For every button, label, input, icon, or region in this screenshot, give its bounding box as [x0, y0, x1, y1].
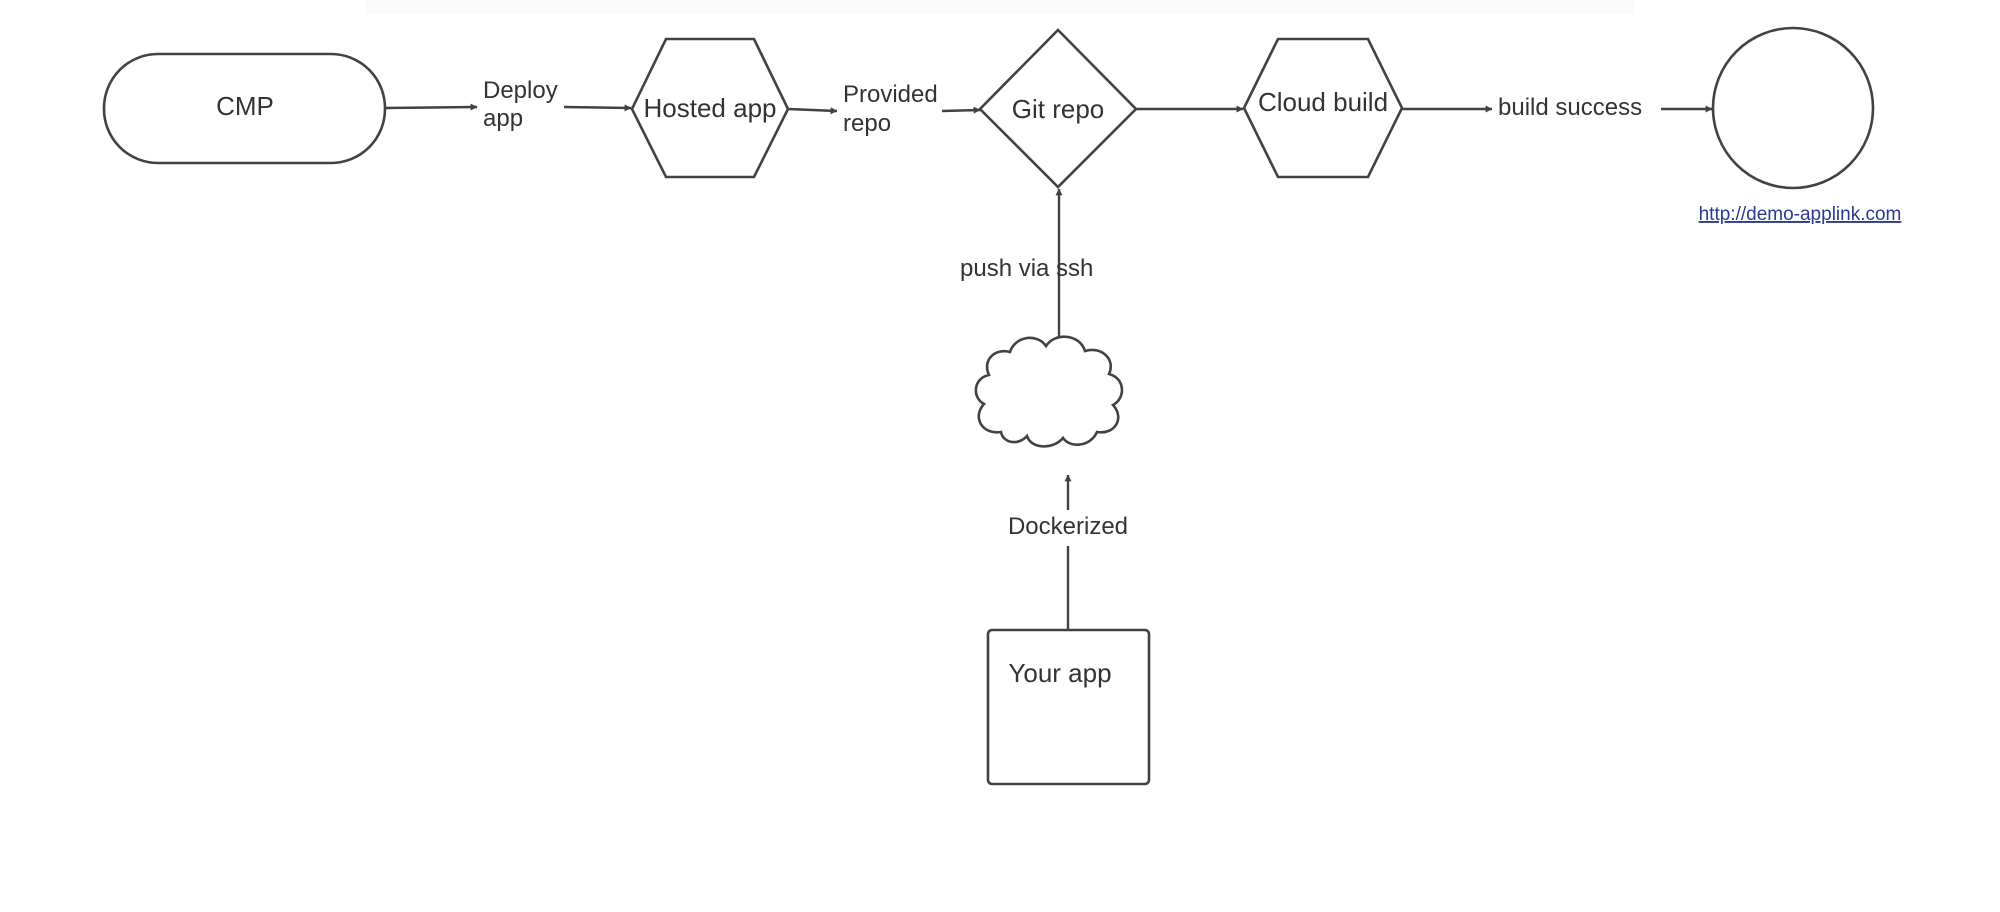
- node-cloud-build-label: Cloud build: [1258, 87, 1388, 117]
- edge-label-provided-repo-line2: repo: [843, 110, 891, 137]
- edge-hosted-app-to-provided-label: [787, 107, 838, 115]
- demo-app-link[interactable]: http://demo-applink.com: [1699, 204, 1902, 225]
- rectangle-shape: [986, 628, 1151, 786]
- hexagon-shape: [630, 37, 790, 179]
- node-hosted-app[interactable]: Hosted app: [630, 37, 790, 179]
- edge-label-push-via-ssh: push via ssh: [960, 255, 1093, 282]
- edge-deploy-label-to-hosted-app: [563, 104, 632, 112]
- cloud-icon: [974, 335, 1124, 448]
- node-cmp[interactable]: CMP: [102, 52, 387, 165]
- edge-label-build-success: build success: [1498, 94, 1642, 121]
- node-git-repo[interactable]: Git repo: [978, 28, 1138, 189]
- background-strip: [365, 0, 1635, 14]
- edge-provided-label-to-git-repo: [941, 106, 981, 114]
- node-cloud-build[interactable]: Cloud build: [1242, 37, 1404, 179]
- node-your-app-label: Your app: [1008, 658, 1111, 688]
- edge-label-provided-repo-line1: Provided: [843, 81, 938, 108]
- node-git-repo-label: Git repo: [1012, 94, 1105, 124]
- circle-shape: [1711, 26, 1875, 190]
- edge-label-dockerized: Dockerized: [1008, 513, 1128, 540]
- edge-cmp-to-deploy-label: [384, 103, 478, 111]
- node-result[interactable]: [1711, 26, 1875, 190]
- node-cloud[interactable]: [974, 335, 1124, 448]
- hexagon-shape: [1242, 37, 1404, 179]
- diamond-shape: [978, 28, 1138, 189]
- stadium-shape: [102, 52, 387, 165]
- node-your-app[interactable]: Your app: [986, 628, 1151, 786]
- edge-label-deploy-app-line1: Deploy: [483, 77, 558, 104]
- node-cmp-label: CMP: [216, 91, 274, 121]
- node-hosted-app-label: Hosted app: [644, 93, 777, 123]
- edge-label-deploy-app-line2: app: [483, 105, 523, 132]
